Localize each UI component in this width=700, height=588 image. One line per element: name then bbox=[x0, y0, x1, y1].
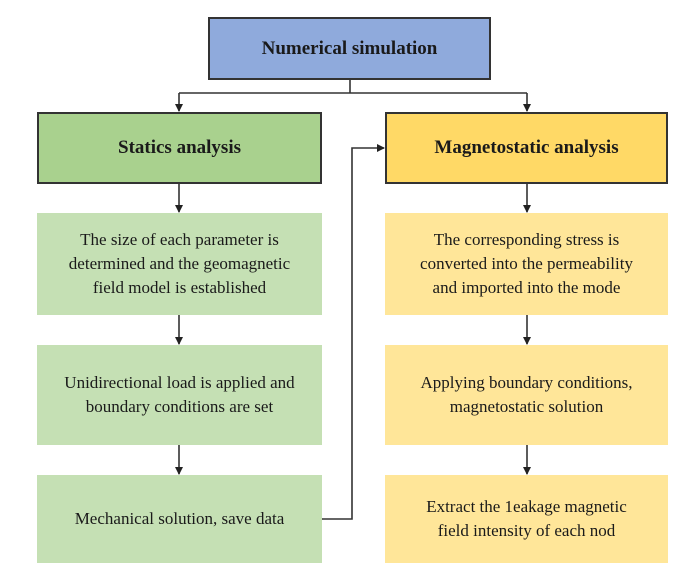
statics-step-2: Unidirectional load is applied and bound… bbox=[37, 345, 322, 445]
magnetostatic-step-1: The corresponding stress is converted in… bbox=[385, 213, 668, 315]
magnetostatic-step-2-text: Applying boundary conditions, magnetosta… bbox=[420, 373, 633, 416]
root-node-label: Numerical simulation bbox=[261, 37, 438, 59]
statics-step-1: The size of each parameter is determined… bbox=[37, 213, 322, 315]
magnetostatic-step-3: Extract the 1eakage magnetic field inten… bbox=[385, 475, 668, 563]
feedback-connector bbox=[315, 144, 385, 523]
root-node-numerical-simulation: Numerical simulation bbox=[208, 17, 491, 80]
statics-analysis-header: Statics analysis bbox=[37, 112, 322, 184]
magnetostatic-step-2: Applying boundary conditions, magnetosta… bbox=[385, 345, 668, 445]
magnetostatic-step-3-text: Extract the 1eakage magnetic field inten… bbox=[426, 497, 627, 540]
magnetostatic-step-1-text: The corresponding stress is converted in… bbox=[420, 230, 633, 297]
magnetostatic-analysis-label: Magnetostatic analysis bbox=[434, 137, 619, 158]
statics-step-3-text: Mechanical solution, save data bbox=[74, 509, 285, 528]
magnetostatic-analysis-header: Magnetostatic analysis bbox=[385, 112, 668, 184]
statics-step-3: Mechanical solution, save data bbox=[37, 475, 322, 563]
statics-analysis-label: Statics analysis bbox=[118, 137, 241, 158]
statics-step-1-text: The size of each parameter is determined… bbox=[68, 230, 291, 297]
statics-step-2-text: Unidirectional load is applied and bound… bbox=[64, 373, 295, 416]
